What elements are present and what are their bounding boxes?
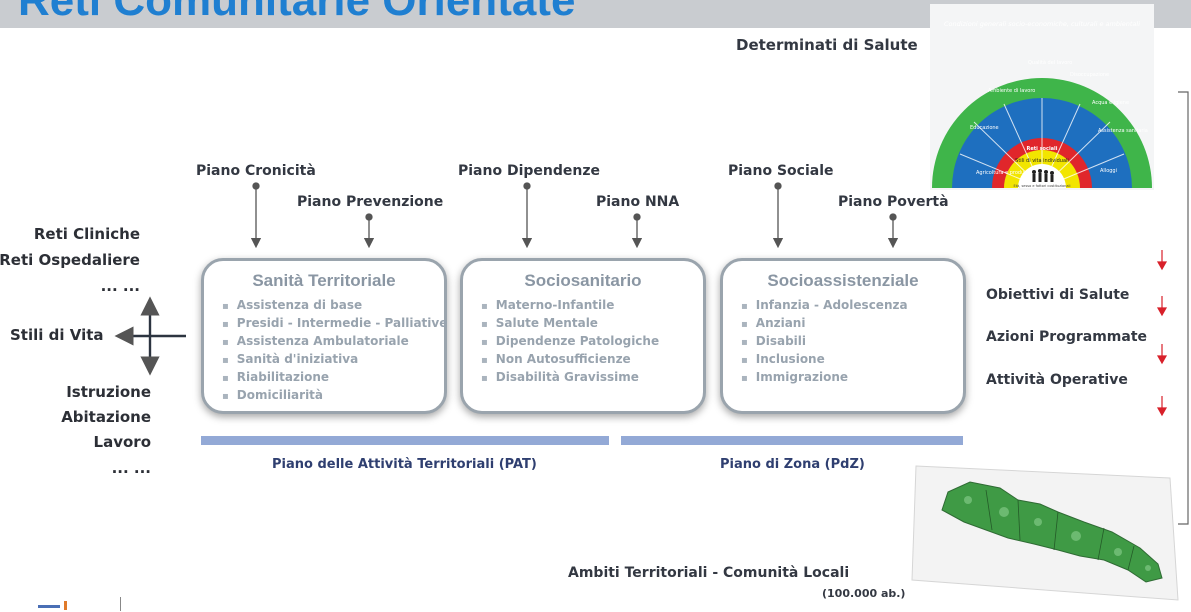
list-item: Domiciliarità xyxy=(222,387,447,405)
outer-ring-label: Condizioni generali socio-economiche, cu… xyxy=(944,20,1140,28)
bar-pdz xyxy=(621,436,963,445)
list-item: Immigrazione xyxy=(741,369,908,387)
ambiti-territoriali-map xyxy=(911,465,1179,601)
puglia-region-shape xyxy=(941,481,1163,583)
middle-ring-label: Reti sociali xyxy=(1027,146,1058,152)
list-item: Dipendenze Patologiche xyxy=(481,333,659,351)
right-bracket xyxy=(1178,91,1189,525)
core-label: Età, sesso e fattori costituzionali xyxy=(1014,184,1071,188)
logo-fragment xyxy=(38,597,121,611)
list-item: Assistenza di base xyxy=(222,297,447,315)
box-list: Assistenza di base Presidi - Intermedie … xyxy=(222,297,448,405)
left-label-reti-ospedaliere: Reti Ospedaliere xyxy=(0,251,140,269)
left-label-ellipsis-bottom: ... ... xyxy=(111,459,151,477)
ambiti-title: Ambiti Territoriali - Comunità Locali xyxy=(568,565,850,581)
district-borders xyxy=(985,489,1135,571)
list-item: Disabilità Gravissime xyxy=(481,369,659,387)
left-label-abitazione: Abitazione xyxy=(61,408,151,426)
sector-ambiente-lavoro: Ambiente di lavoro xyxy=(988,88,1035,94)
plan-prevenzione-label: Piano Prevenzione xyxy=(297,194,444,210)
plan-dipendenze-label: Piano Dipendenze xyxy=(458,163,600,179)
people-silhouettes xyxy=(1032,169,1054,182)
plan-cronicita-label: Piano Cronicità xyxy=(196,163,316,179)
left-label-istruzione: Istruzione xyxy=(66,383,151,401)
map-texture xyxy=(964,496,1151,571)
list-item: Disabili xyxy=(741,333,908,351)
determinanti-title: Determinati di Salute xyxy=(736,36,918,54)
sector-educazione: Educazione xyxy=(970,125,999,131)
box-sociosanitario: Sociosanitario Materno-Infantile Salute … xyxy=(460,258,706,414)
list-item: Non Autosufficienze xyxy=(481,351,659,369)
sector-qualita-lavoro: Qualità del lavoro xyxy=(1028,59,1072,66)
sector-alloggi: Alloggi xyxy=(1100,168,1117,174)
left-label-reti-cliniche: Reti Cliniche xyxy=(33,225,140,243)
box-title: Sanità Territoriale xyxy=(252,271,396,290)
inner-ring-label: Stili di vita individuali xyxy=(1015,158,1069,164)
sector-acqua-igiene: Acqua e igiene xyxy=(1092,100,1129,106)
plan-nna-label: Piano NNA xyxy=(596,194,680,210)
ambiti-subtitle: (100.000 ab.) xyxy=(822,587,906,600)
bar-pdz-label: Piano di Zona (PdZ) xyxy=(720,457,865,472)
box-title: Socioassistenziale xyxy=(767,271,919,290)
list-item: Riabilitazione xyxy=(222,369,447,387)
list-item: Presidi - Intermedie - Palliative xyxy=(222,315,448,333)
list-item: Salute Mentale xyxy=(481,315,659,333)
list-item: Anziani xyxy=(741,315,908,333)
right-label-obiettivi: Obiettivi di Salute xyxy=(986,287,1130,303)
list-item: Materno-Infantile xyxy=(481,297,659,315)
list-item: Inclusione xyxy=(741,351,908,369)
plan-poverta-label: Piano Povertà xyxy=(838,194,949,210)
sector-assistenza-sanitaria: Assistenza sanitaria xyxy=(1098,128,1148,134)
box-title: Sociosanitario xyxy=(524,271,642,290)
list-item: Sanità d'iniziativa xyxy=(222,351,447,369)
plan-sociale-label: Piano Sociale xyxy=(728,163,834,179)
list-item: Infanzia - Adolescenza xyxy=(741,297,908,315)
sector-disoccupazione: Disoccupazione xyxy=(1070,72,1109,78)
sector-agricoltura: Agricoltura e produzione cibo xyxy=(976,170,1050,176)
left-label-stili-di-vita: Stili di Vita xyxy=(10,326,104,344)
bar-pat xyxy=(201,436,609,445)
bar-pat-label: Piano delle Attività Territoriali (PAT) xyxy=(272,457,537,472)
left-label-ellipsis-top: ... ... xyxy=(100,277,140,295)
box-list: Materno-Infantile Salute Mentale Dipende… xyxy=(481,297,659,387)
four-way-arrow-icon xyxy=(114,296,186,376)
red-down-arrows xyxy=(1156,250,1168,417)
box-sanita-territoriale: Sanità Territoriale Assistenza di base P… xyxy=(201,258,447,414)
box-list: Infanzia - Adolescenza Anziani Disabili … xyxy=(741,297,908,387)
list-item: Assistenza Ambulatoriale xyxy=(222,333,447,351)
left-label-lavoro: Lavoro xyxy=(93,433,151,451)
right-label-azioni: Azioni Programmate xyxy=(986,329,1148,345)
right-label-attivita: Attività Operative xyxy=(986,372,1128,388)
page-title: Reti Comunitarie Orientate xyxy=(18,0,576,25)
box-socioassistenziale: Socioassistenziale Infanzia - Adolescenz… xyxy=(720,258,966,414)
determinanti-rainbow-diagram: Condizioni generali socio-economiche, cu… xyxy=(930,4,1154,190)
